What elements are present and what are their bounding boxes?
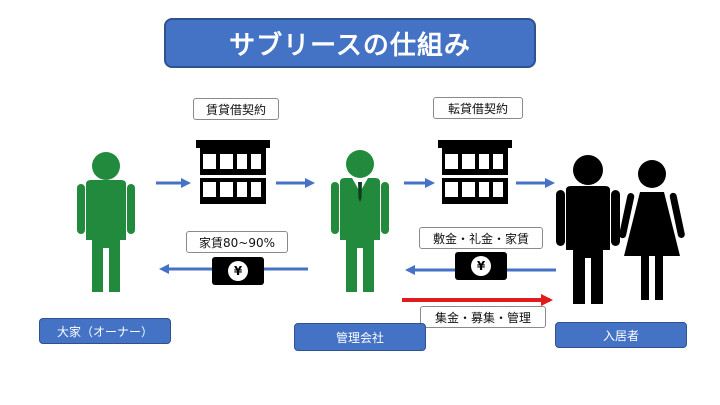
yen-coin-icon: ¥: [471, 256, 491, 276]
lease-contract-label: 賃貸借契約: [193, 98, 279, 120]
building-icon: [438, 140, 512, 204]
manager-figure-icon: [331, 150, 389, 292]
tenant-man-icon: [556, 155, 620, 304]
owner-figure-icon: [77, 152, 135, 292]
diagram-title: サブリースの仕組み: [164, 18, 536, 68]
tenant-woman-icon: [619, 160, 685, 300]
money-bill-icon: ¥: [455, 252, 507, 280]
management-services-label: 集金・募集・管理: [420, 306, 546, 328]
building-icon: [196, 140, 270, 204]
rent-payment-label: 家賃80~90%: [186, 231, 288, 253]
manager-name-label: 管理会社: [294, 323, 426, 351]
owner-name-label: 大家（オーナー）: [39, 318, 171, 344]
tenant-name-label: 入居者: [555, 322, 687, 348]
tenant-payment-label: 敷金・礼金・家賃: [419, 227, 543, 249]
money-bill-icon: ¥: [212, 257, 264, 285]
yen-coin-icon: ¥: [228, 261, 248, 281]
sublease-contract-label: 転貸借契約: [433, 97, 523, 119]
